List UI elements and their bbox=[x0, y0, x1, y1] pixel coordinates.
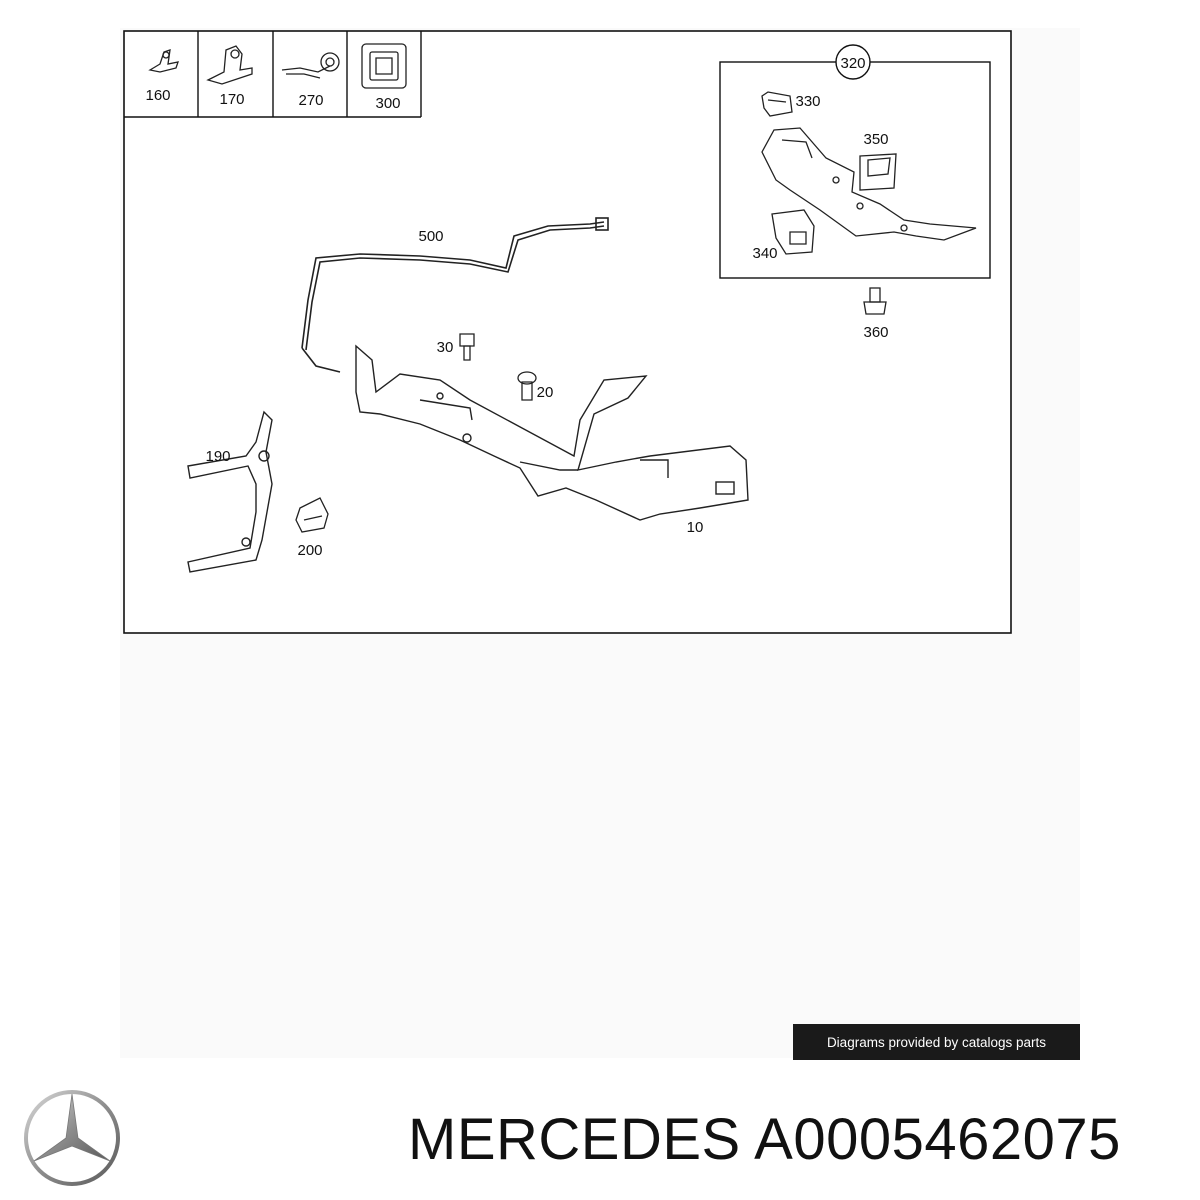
callout-300: 300 bbox=[375, 95, 400, 112]
part-30-bolt bbox=[459, 333, 475, 361]
callout-30: 30 bbox=[437, 339, 454, 356]
inset-bracket bbox=[761, 127, 977, 241]
part-300-icon bbox=[361, 43, 407, 89]
part-title: MERCEDES A0005462075 bbox=[408, 1106, 1121, 1173]
callout-circle-320 bbox=[835, 44, 871, 80]
part-350-icon bbox=[859, 153, 897, 191]
part-330-icon bbox=[761, 91, 793, 117]
callout-320: 320 bbox=[840, 55, 865, 72]
callout-200: 200 bbox=[297, 542, 322, 559]
mercedes-star-logo bbox=[24, 1090, 120, 1186]
part-500-cable bbox=[301, 217, 609, 373]
callout-170: 170 bbox=[219, 91, 244, 108]
part-160-icon bbox=[148, 49, 179, 73]
callout-labels: 160 170 270 300 320 330 350 340 360 500 … bbox=[145, 55, 888, 559]
part-number: A0005462075 bbox=[754, 1107, 1121, 1172]
part-200-clip bbox=[295, 497, 329, 533]
part-10-carrier bbox=[355, 344, 749, 521]
callout-20: 20 bbox=[537, 384, 554, 401]
legend-cells bbox=[124, 31, 422, 118]
part-270-icon bbox=[281, 52, 340, 79]
inset-frame-320 bbox=[719, 61, 991, 279]
credit-banner: Diagrams provided by catalogs parts bbox=[793, 1024, 1080, 1060]
callout-10: 10 bbox=[687, 519, 704, 536]
callout-270: 270 bbox=[298, 92, 323, 109]
part-190-bracket bbox=[187, 410, 273, 573]
callout-500: 500 bbox=[418, 228, 443, 245]
part-20-screw bbox=[517, 371, 537, 401]
callout-350: 350 bbox=[863, 131, 888, 148]
callout-190: 190 bbox=[205, 448, 230, 465]
callout-330: 330 bbox=[795, 93, 820, 110]
part-170-icon bbox=[206, 45, 253, 85]
callout-340: 340 bbox=[752, 245, 777, 262]
callout-160: 160 bbox=[145, 87, 170, 104]
callout-360: 360 bbox=[863, 324, 888, 341]
brand-name: MERCEDES bbox=[408, 1107, 741, 1172]
part-340-icon bbox=[771, 209, 815, 255]
part-360-bolt bbox=[863, 287, 887, 315]
